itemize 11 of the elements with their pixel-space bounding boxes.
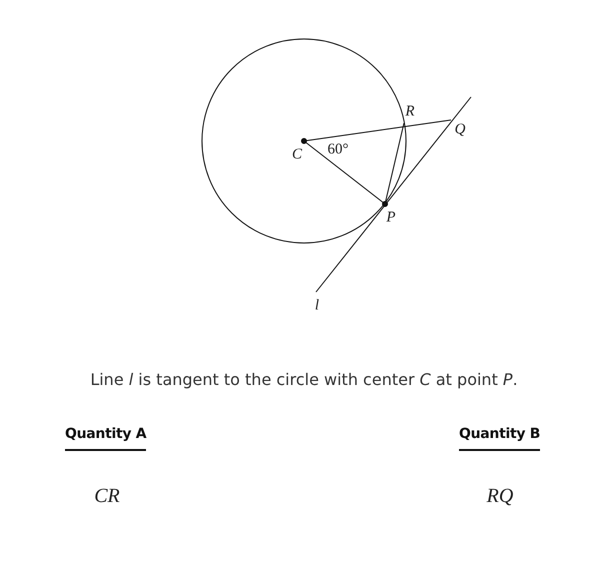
quantity-expression: RQ xyxy=(486,486,514,506)
column-heading: Quantity A xyxy=(65,427,146,451)
quantity-expression: CR xyxy=(94,486,120,506)
angle-label: 60° xyxy=(328,142,348,158)
line-label: l xyxy=(314,298,320,314)
point-label: R xyxy=(405,104,415,120)
point-label: P xyxy=(386,210,396,226)
point-label: Q xyxy=(454,122,466,138)
column-heading: Quantity B xyxy=(459,427,540,451)
caption: Line l is tangent to the circle with center C at point P. xyxy=(90,372,518,388)
point-label: C xyxy=(292,148,302,162)
